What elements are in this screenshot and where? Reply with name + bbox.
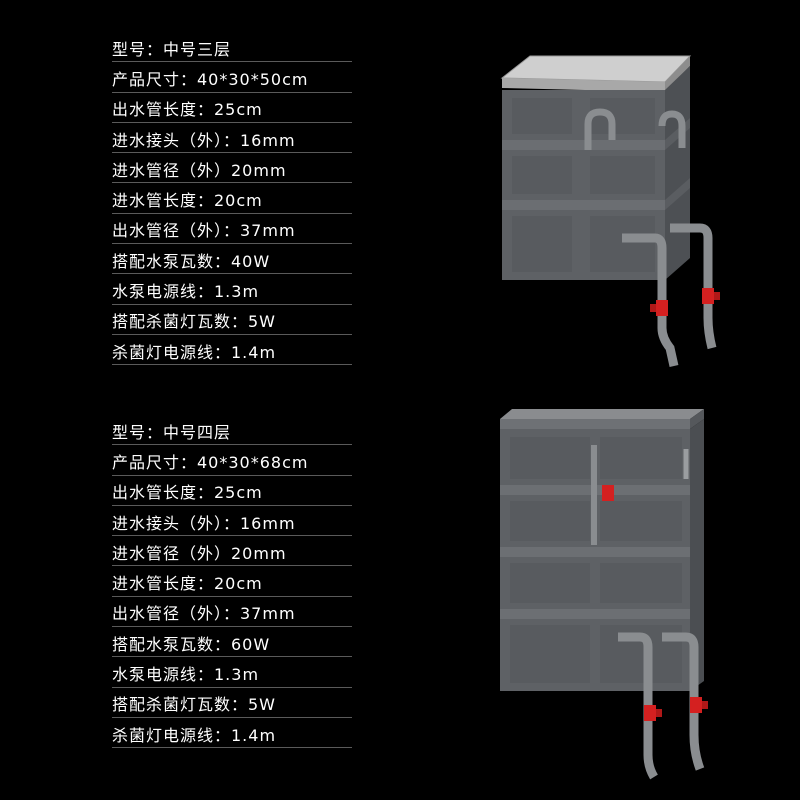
spec-row: 搭配水泵瓦数：40W xyxy=(112,244,352,275)
spec-row: 出水管径（外）：37mm xyxy=(112,214,352,245)
spec-row: 进水管径（外）20mm xyxy=(112,153,352,184)
spec-row: 出水管长度：25cm xyxy=(112,93,352,123)
spec-row: 进水管长度：20cm xyxy=(112,183,352,214)
spec-row: 杀菌灯电源线：1.4m xyxy=(112,335,352,366)
spec-list-four-layer: 型号：中号四层 产品尺寸：40*30*68cm 出水管长度：25cm 进水接头（… xyxy=(112,415,352,749)
spec-row: 型号：中号四层 xyxy=(112,415,352,446)
spec-row: 水泵电源线：1.3m xyxy=(112,657,352,688)
three-layer-filter-image xyxy=(490,48,720,388)
spec-row: 搭配杀菌灯瓦数：5W xyxy=(112,305,352,335)
spec-row: 产品尺寸：40*30*68cm xyxy=(112,445,352,476)
spec-list-three-layer: 型号：中号三层 产品尺寸：40*30*50cm 出水管长度：25cm 进水接头（… xyxy=(112,32,352,366)
spec-row: 产品尺寸：40*30*50cm xyxy=(112,62,352,93)
spec-row: 型号：中号三层 xyxy=(112,32,352,63)
spec-row: 进水管长度：20cm xyxy=(112,566,352,597)
spec-row: 搭配水泵瓦数：60W xyxy=(112,627,352,658)
three-layer-filter-drawing xyxy=(500,55,720,367)
spec-row: 出水管径（外）：37mm xyxy=(112,597,352,628)
four-layer-filter-drawing xyxy=(500,409,708,780)
spec-row: 出水管长度：25cm xyxy=(112,476,352,506)
spec-row: 搭配杀菌灯瓦数：5W xyxy=(112,688,352,718)
spec-row: 进水管径（外）20mm xyxy=(112,536,352,567)
spec-row: 水泵电源线：1.3m xyxy=(112,274,352,305)
four-layer-filter-image xyxy=(490,405,720,790)
spec-row: 进水接头（外）：16mm xyxy=(112,123,352,154)
spec-row: 进水接头（外）：16mm xyxy=(112,506,352,537)
spec-row: 杀菌灯电源线：1.4m xyxy=(112,718,352,749)
